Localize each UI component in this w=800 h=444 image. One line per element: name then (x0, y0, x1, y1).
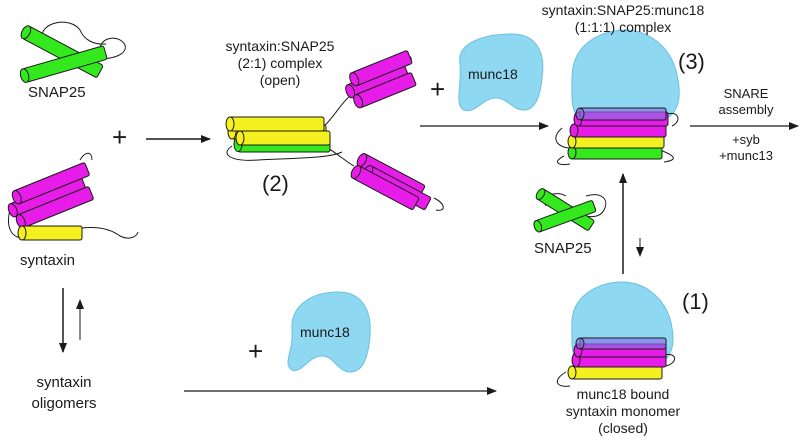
snap25-label-right: SNAP25 (534, 240, 592, 257)
ternary-line-2: (1:1:1) complex (574, 19, 672, 35)
ternary-complex (555, 29, 680, 165)
monomer-line-3: (closed) (598, 420, 648, 436)
binary-complex-label: syntaxin:SNAP25 (2:1) complex (open) (210, 38, 350, 89)
munc18-blob-top (458, 33, 544, 112)
state-2-label: (2) (262, 171, 289, 196)
munc18-bound-monomer (556, 281, 675, 387)
factor-syb: +syb (732, 132, 760, 147)
syntaxin-label: syntaxin (20, 252, 76, 269)
munc18-blob-bottom (287, 291, 371, 373)
snap25-protein-right (533, 188, 607, 233)
monomer-label: munc18 bound syntaxin monomer (closed) (548, 386, 698, 437)
ternary-complex-label: syntaxin:SNAP25:munc18 (1:1:1) complex (538, 2, 708, 36)
snare-assembly-label: SNARE assembly (706, 86, 786, 118)
state-3-label: (3) (678, 49, 705, 74)
binary-complex (225, 50, 444, 211)
oligomers-line-2: oligomers (31, 395, 97, 412)
state-1-label: (1) (682, 289, 709, 314)
binary-line-2: (2:1) complex (237, 55, 323, 71)
plus-sign-left: + (112, 122, 128, 152)
snare-factors-label: +syb +munc13 (710, 132, 782, 164)
monomer-line-2: syntaxin monomer (565, 403, 681, 419)
binary-line-3: (open) (259, 72, 301, 88)
snap25-protein-top (19, 21, 126, 83)
munc18-label-top: munc18 (468, 66, 518, 82)
oligomers-line-1: syntaxin (36, 374, 92, 391)
syntaxin-oligomers-label: syntaxin oligomers (24, 372, 104, 414)
plus-sign-munc18: + (430, 74, 446, 104)
binary-line-1: syntaxin:SNAP25 (225, 38, 335, 54)
snare-line-2: assembly (718, 102, 774, 117)
factor-munc13: +munc13 (719, 148, 773, 163)
plus-sign-bottom: + (248, 336, 264, 366)
monomer-line-1: munc18 bound (576, 386, 670, 402)
ternary-line-1: syntaxin:SNAP25:munc18 (541, 2, 705, 18)
snap25-label-top: SNAP25 (28, 84, 86, 101)
snare-line-1: SNARE (723, 86, 769, 101)
munc18-label-bottom: munc18 (300, 324, 350, 340)
syntaxin-protein (7, 152, 139, 241)
